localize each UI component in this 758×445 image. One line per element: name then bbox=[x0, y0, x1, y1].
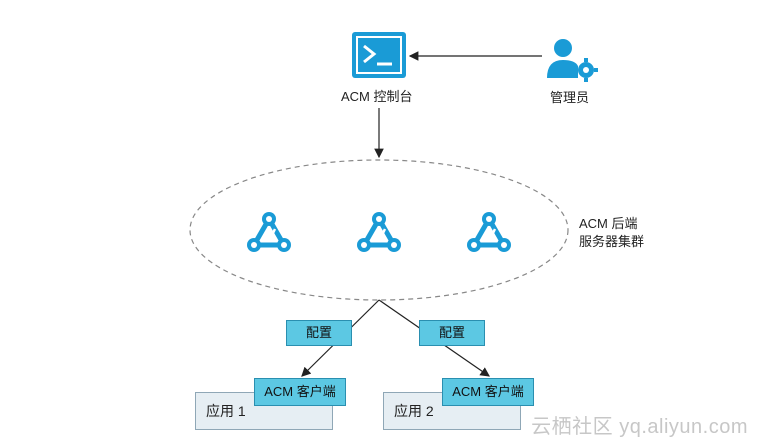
cluster-label-line1: ACM 后端 bbox=[579, 216, 638, 231]
console-label: ACM 控制台 bbox=[341, 89, 413, 104]
cluster-label-line2: 服务器集群 bbox=[579, 234, 645, 249]
admin-label: 管理员 bbox=[550, 90, 590, 105]
cluster-node-icon[interactable] bbox=[357, 212, 401, 252]
terminal-icon[interactable] bbox=[352, 32, 406, 78]
acm-client-box-1[interactable]: ACM 客户端 bbox=[254, 378, 346, 406]
cluster-boundary bbox=[189, 159, 569, 301]
config-box-2[interactable]: 配置 bbox=[419, 320, 485, 346]
cluster-node-icon[interactable] bbox=[467, 212, 511, 252]
watermark: 云栖社区 yq.aliyun.com bbox=[531, 416, 748, 438]
acm-client-box-2[interactable]: ACM 客户端 bbox=[442, 378, 534, 406]
config-box-1[interactable]: 配置 bbox=[286, 320, 352, 346]
app-name: 应用 1 bbox=[206, 403, 246, 419]
cluster-node-icon[interactable] bbox=[247, 212, 291, 252]
admin-user-gear-icon[interactable] bbox=[547, 39, 598, 82]
app-name: 应用 2 bbox=[394, 403, 434, 419]
